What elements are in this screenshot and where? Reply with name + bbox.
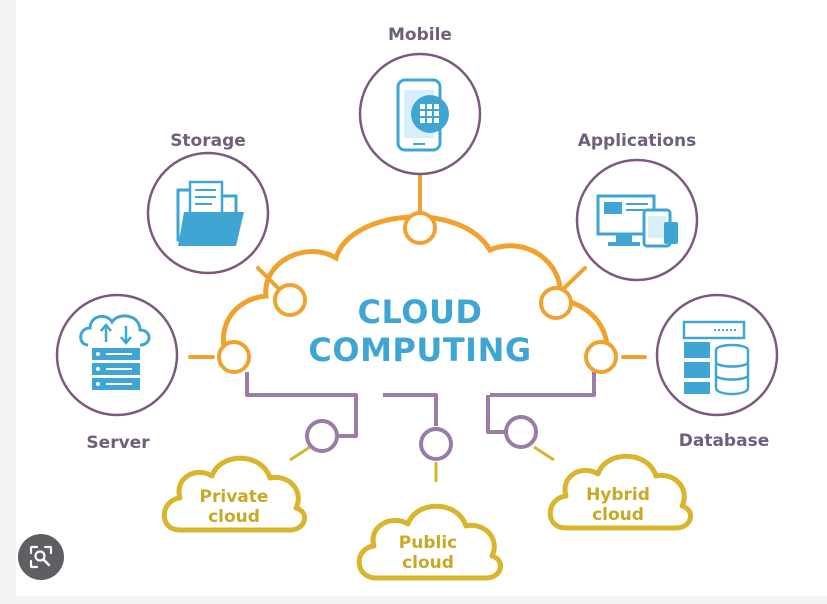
node-server: Server — [55, 293, 179, 453]
public-cloud: Public cloud — [356, 503, 503, 581]
node-applications: Applications — [575, 131, 699, 282]
node-mobile: Mobile — [358, 25, 482, 176]
image-search-icon — [29, 545, 53, 569]
purple-circuit-lines — [245, 372, 596, 438]
center-title-line2: COMPUTING — [308, 331, 531, 369]
left-margin-strip — [0, 0, 16, 604]
bottom-margin-strip — [0, 596, 827, 604]
database-label: Database — [679, 431, 769, 451]
mobile-label: Mobile — [388, 25, 452, 45]
private-cloud-line2: cloud — [208, 507, 260, 527]
hybrid-cloud-line1: Hybrid — [586, 485, 650, 505]
center-title-line1: CLOUD — [358, 293, 483, 331]
server-cloud-icon — [79, 314, 151, 390]
devices-icon — [596, 194, 678, 248]
node-storage: Storage — [146, 131, 270, 275]
image-search-button[interactable] — [18, 534, 64, 580]
purple-junction-dots — [305, 415, 538, 461]
hybrid-cloud: Hybrid cloud — [547, 453, 693, 531]
hybrid-cloud-line2: cloud — [592, 505, 644, 525]
private-cloud: Private cloud — [161, 455, 307, 533]
mobile-phone-icon — [396, 78, 449, 152]
storage-label: Storage — [170, 131, 246, 151]
applications-label: Applications — [578, 131, 697, 151]
orange-connectors — [188, 173, 647, 359]
gold-connectors — [289, 445, 555, 482]
database-icon — [682, 320, 750, 396]
server-label: Server — [86, 433, 150, 453]
orange-junction-dots — [217, 211, 618, 374]
public-cloud-line2: cloud — [402, 553, 454, 573]
node-database: Database — [655, 293, 779, 451]
public-cloud-line1: Public — [399, 533, 457, 553]
private-cloud-line1: Private — [200, 487, 269, 507]
folder-document-icon — [176, 180, 244, 246]
